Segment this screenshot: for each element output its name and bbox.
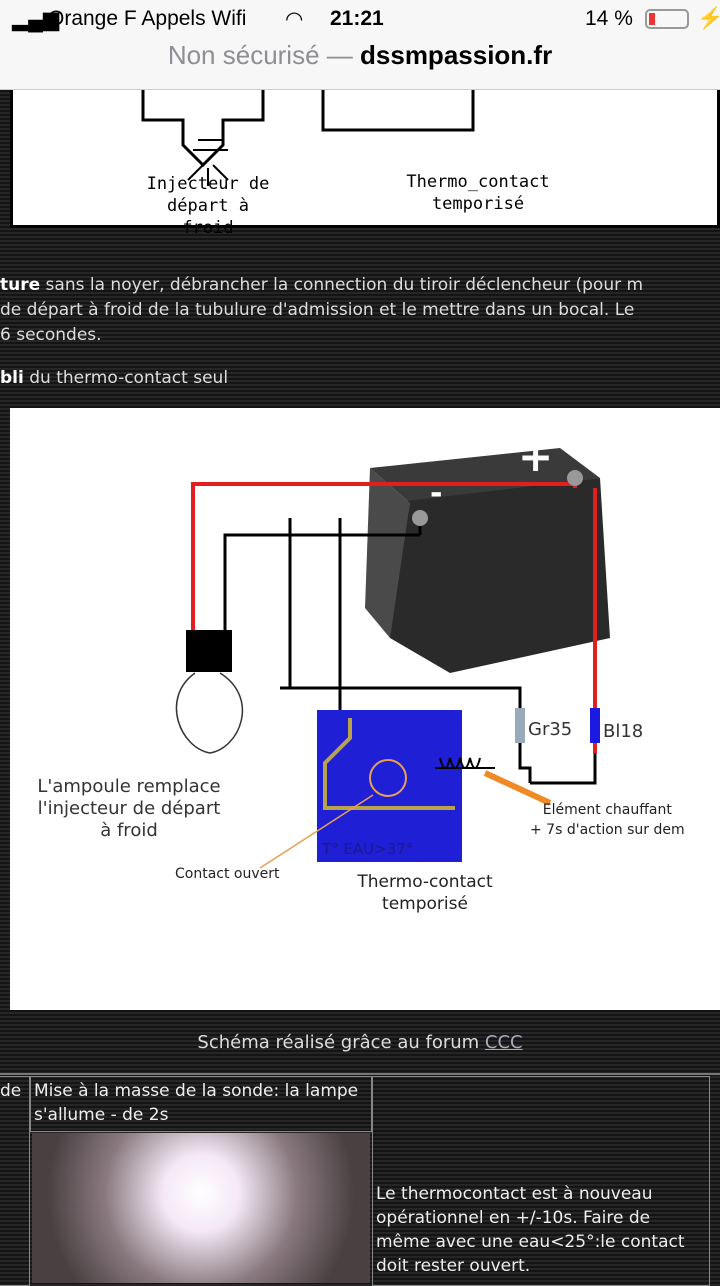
security-label: Non sécurisé — <box>167 40 353 70</box>
article-line: de départ à froid de la tubulure d'admis… <box>0 300 635 320</box>
url-bar[interactable]: Non sécurisé — dssmpassion.fr <box>0 40 720 71</box>
signal-icon: ▂▄▆ <box>12 8 60 31</box>
label: à froid <box>100 820 158 841</box>
label: temporisé <box>431 194 525 214</box>
carrier: Orange F Appels Wifi <box>48 7 247 30</box>
label: Injecteur de <box>146 174 270 194</box>
wire-gr35: Gr35 <box>528 719 573 740</box>
injector-illustration: Injecteur de départ à froid Thermo_conta… <box>10 90 720 238</box>
browser-status-bar: ▂▄▆ Orange F Appels Wifi ◠ 21:21 14 % ⚡ … <box>0 0 720 90</box>
label: + 7s d'action sur dem <box>530 822 685 838</box>
table-cell: de <box>0 1076 30 1286</box>
caption-text: Schéma réalisé grâce au forum <box>197 1032 485 1053</box>
label: Thermo-contact <box>357 872 493 892</box>
charging-icon: ⚡ <box>697 7 720 30</box>
article-line: 6 secondes. <box>0 325 102 345</box>
label: Contact ouvert <box>175 866 280 882</box>
clock: 21:21 <box>330 7 384 30</box>
label: Elément chauffant <box>542 802 672 818</box>
test-photo[interactable] <box>32 1133 370 1283</box>
minus-terminal: - <box>430 476 443 511</box>
water-temp-label: T° EAU>37° <box>322 840 414 858</box>
article-line: ture sans la noyer, débrancher la connec… <box>0 275 644 295</box>
diagram-caption: Schéma réalisé grâce au forum CCC <box>0 1032 720 1053</box>
battery-icon <box>645 9 689 29</box>
battery-percent: 14 % <box>585 7 633 30</box>
diagram-drawing <box>175 448 610 869</box>
label: L'ampoule remplace <box>37 776 221 797</box>
label: l'injecteur de départ <box>37 798 221 819</box>
label: Thermo_contact <box>406 172 550 192</box>
plus-terminal: + <box>518 432 554 481</box>
table-cell: Le thermocontact est à nouveau opération… <box>372 1076 710 1286</box>
wire-bl18: Bl18 <box>603 721 644 742</box>
article-line: bli du thermo-contact seul <box>0 368 229 388</box>
forum-link[interactable]: CCC <box>484 1032 523 1053</box>
wifi-icon: ◠ <box>285 8 304 31</box>
label: temporisé <box>382 894 468 914</box>
domain: dssmpassion.fr <box>360 40 553 70</box>
divider <box>0 1073 720 1075</box>
table-cell: Mise à la masse de la sonde: la lampe s'… <box>30 1076 372 1132</box>
label: départ à froid <box>167 196 249 238</box>
